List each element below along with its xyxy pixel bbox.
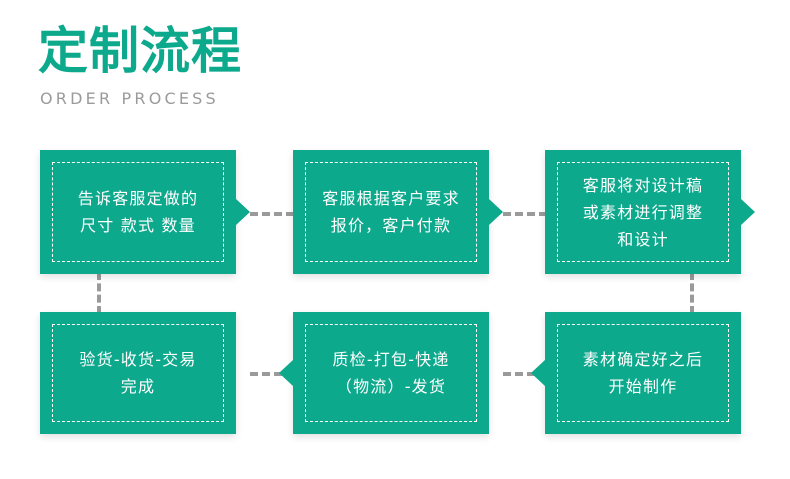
- flow-step-3[interactable]: 客服将对设计稿 或素材进行调整 和设计: [545, 150, 755, 274]
- flow-step-4[interactable]: 素材确定好之后 开始制作: [531, 312, 741, 434]
- flow-step-1-inner-border: 告诉客服定做的 尺寸 款式 数量: [52, 162, 224, 262]
- flow-step-4-inner-border: 素材确定好之后 开始制作: [557, 324, 729, 422]
- flow-step-5-label: 质检-打包-快递 （物流）-发货: [332, 350, 450, 396]
- arrow-right-icon: [489, 199, 503, 225]
- flow-step-1-label: 告诉客服定做的 尺寸 款式 数量: [77, 189, 199, 235]
- connector-step4-step5: [503, 372, 547, 376]
- header-block: 定制流程 ORDER PROCESS: [38, 22, 458, 110]
- arrow-right-icon: [741, 199, 755, 225]
- flow-step-5[interactable]: 质检-打包-快递 （物流）-发货: [279, 312, 489, 434]
- connector-step2-step3: [503, 212, 547, 216]
- flow-step-4-label: 素材确定好之后 开始制作: [582, 350, 704, 396]
- connector-step1-column: [97, 272, 101, 314]
- connector-step3-step4: [690, 272, 694, 314]
- flow-step-2-label: 客服根据客户要求 报价，客户付款: [322, 189, 460, 235]
- flow-step-6-label: 验货-收货-交易 完成: [79, 350, 197, 396]
- flow-step-6-inner-border: 验货-收货-交易 完成: [52, 324, 224, 422]
- flow-step-5-inner-border: 质检-打包-快递 （物流）-发货: [305, 324, 477, 422]
- flow-step-6[interactable]: 验货-收货-交易 完成: [40, 312, 236, 434]
- arrow-right-icon: [236, 199, 250, 225]
- page-title: 定制流程: [38, 22, 242, 80]
- flow-step-2[interactable]: 客服根据客户要求 报价，客户付款: [293, 150, 503, 274]
- flow-step-3-inner-border: 客服将对设计稿 或素材进行调整 和设计: [557, 162, 729, 262]
- flow-step-3-label: 客服将对设计稿 或素材进行调整 和设计: [582, 175, 704, 249]
- flow-step-1[interactable]: 告诉客服定做的 尺寸 款式 数量: [40, 150, 250, 274]
- arrow-left-icon: [531, 360, 545, 386]
- arrow-left-icon: [279, 360, 293, 386]
- connector-step5-step6: [250, 372, 294, 376]
- flow-step-2-inner-border: 客服根据客户要求 报价，客户付款: [305, 162, 477, 262]
- page-subtitle: ORDER PROCESS: [40, 89, 219, 108]
- connector-step1-step2: [250, 212, 294, 216]
